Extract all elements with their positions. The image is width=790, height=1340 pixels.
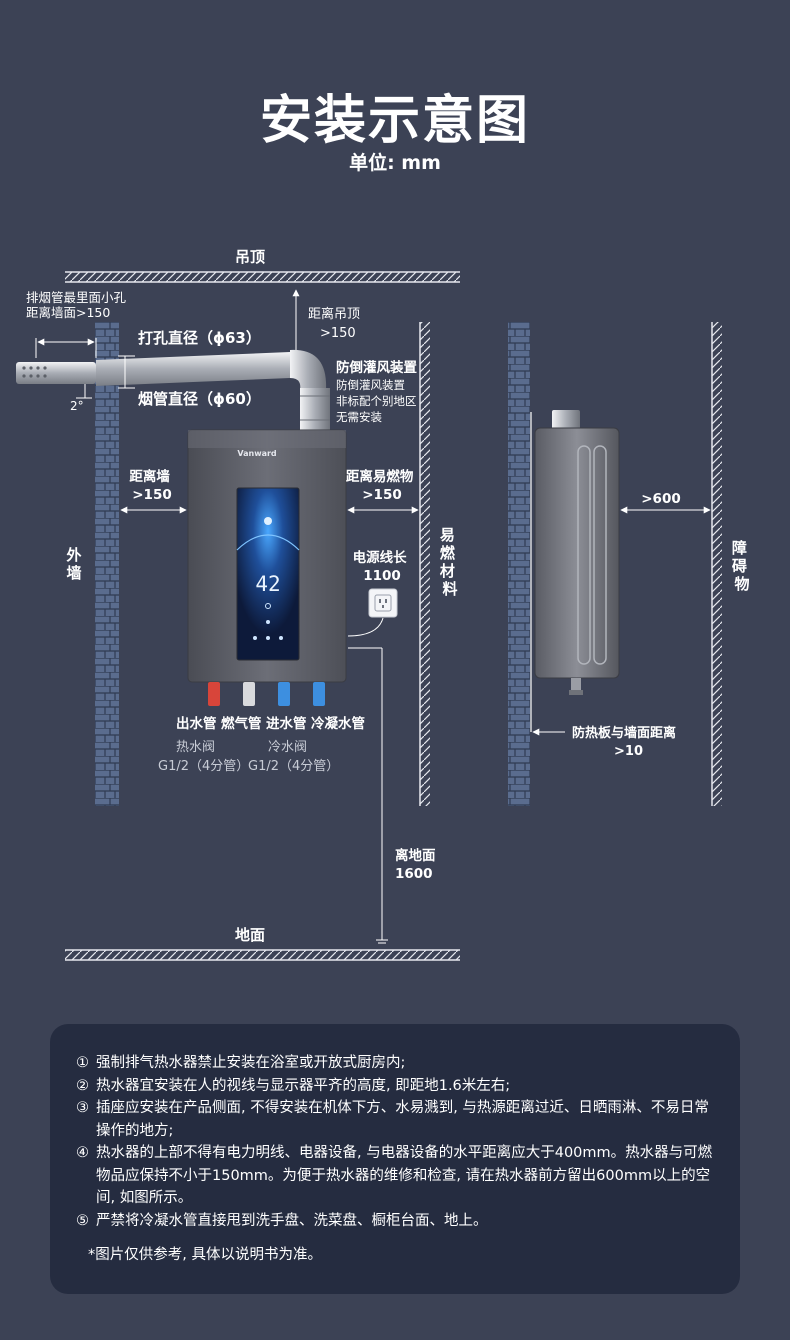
pipe-diameter-label: 烟管直径（ϕ60）: [138, 390, 261, 408]
note-text: 热水器宜安装在人的视线与显示器平齐的高度, 即距地1.6米左右;: [96, 1077, 511, 1094]
flue-pipe: [16, 349, 330, 430]
flammable-wall: [419, 322, 430, 806]
obstacle-label: 障 碍 物: [732, 539, 752, 593]
note-item: ② 热水器宜安装在人的视线与显示器平齐的高度, 即距地1.6米左右;: [76, 1075, 714, 1098]
note-item: ④ 热水器的上部不得有电力明线、电器设备, 与电器设备的水平距离应大于400mm。…: [76, 1142, 714, 1210]
hole-diameter-label: 打孔直径（ϕ63）: [138, 329, 261, 347]
pipe-sub-labels: 热水阀 G1/2（4分管） 冷水阀 G1/2（4分管）: [158, 740, 339, 774]
front-distance-label: >600: [641, 491, 681, 507]
flue-dimension-lines: [35, 338, 135, 399]
floor-distance-label: 离地面 1600: [395, 847, 440, 882]
note-text: 插座应安装在产品侧面, 不得安装在机体下方、水易溅到, 与热源距离过近、日晒雨淋…: [96, 1100, 709, 1139]
pipe-condensate: [313, 682, 325, 706]
floor-distance-line: [348, 647, 388, 944]
power-cord-line: [347, 617, 384, 637]
note-number: ④: [76, 1145, 89, 1161]
note-text: 热水器的上部不得有电力明线、电器设备, 与电器设备的水平距离应大于400mm。热…: [96, 1145, 713, 1206]
pipe-cold-in: [278, 682, 290, 706]
notes-panel: ① 强制排气热水器禁止安装在浴室或开放式厨房内; ② 热水器宜安装在人的视线与显示器平…: [50, 1024, 740, 1294]
ceiling-distance-label: 距离吊顶 >150: [308, 306, 364, 341]
wall-distance-label: 距离墙 >150: [129, 468, 174, 503]
display-value: 42: [255, 572, 280, 596]
outer-wall: [95, 322, 119, 806]
flammable-label: 易 燃 材 料: [440, 526, 460, 598]
note-item: ⑤ 严禁将冷凝水管直接甩到洗手盘、洗菜盘、橱柜台面、地上。: [76, 1210, 714, 1233]
unit-label: 单位: mm: [349, 152, 441, 174]
anti-backflow-desc: 防倒灌风装置 非标配个别地区 无需安装: [336, 378, 420, 424]
power-socket: [368, 588, 398, 618]
brand-logo: Vanward: [237, 449, 277, 458]
water-heater-front: Vanward 42: [187, 429, 347, 683]
outer-wall-char-1: 外: [65, 546, 81, 564]
water-heater-side: [534, 410, 620, 695]
heat-shield-label: 防热板与墙面距离 >10: [572, 725, 681, 759]
pipe-gas: [243, 682, 255, 706]
notes-list: ① 强制排气热水器禁止安装在浴室或开放式厨房内; ② 热水器宜安装在人的视线与显示器平…: [76, 1052, 714, 1232]
note-text: 严禁将冷凝水管直接甩到洗手盘、洗菜盘、橱柜台面、地上。: [96, 1212, 488, 1229]
flue-hole-distance-label: 排烟管最里面小孔 距离墙面>150: [26, 290, 130, 320]
angle-label: 2°: [70, 399, 84, 413]
outer-wall-label-2: 墙: [66, 564, 81, 582]
notes-footnote: *图片仅供参考, 具体以说明书为准。: [88, 1247, 322, 1263]
pipe-labels: 出水管 燃气管 进水管 冷凝水管: [176, 715, 365, 732]
outer-wall-label: 外: [65, 546, 81, 564]
note-number: ①: [76, 1055, 89, 1071]
obstacle-wall: [711, 322, 722, 806]
flammable-distance-label: 距离易燃物 >150: [346, 468, 418, 503]
ceiling-label: 吊顶: [235, 248, 265, 266]
side-brick-wall: [508, 322, 530, 806]
note-number: ②: [76, 1077, 89, 1094]
floor-label: 地面: [235, 926, 265, 944]
bottom-pipes: [208, 682, 325, 706]
ceiling-hatch: [65, 271, 460, 283]
anti-backflow-title: 防倒灌风装置: [336, 359, 417, 376]
installation-diagram: 吊顶 地面 外: [16, 248, 752, 961]
power-cord-label: 电源线长 1100: [353, 549, 412, 584]
note-number: ⑤: [76, 1212, 89, 1229]
pipe-hot-out: [208, 682, 220, 706]
note-item: ③ 插座应安装在产品侧面, 不得安装在机体下方、水易溅到, 与热源距离过近、日晒雨…: [76, 1097, 714, 1142]
page-title: 安装示意图: [259, 91, 530, 151]
floor-hatch: [65, 949, 460, 961]
note-item: ① 强制排气热水器禁止安装在浴室或开放式厨房内;: [76, 1052, 714, 1075]
note-number: ③: [76, 1100, 89, 1116]
note-text: 强制排气热水器禁止安装在浴室或开放式厨房内;: [96, 1055, 406, 1071]
